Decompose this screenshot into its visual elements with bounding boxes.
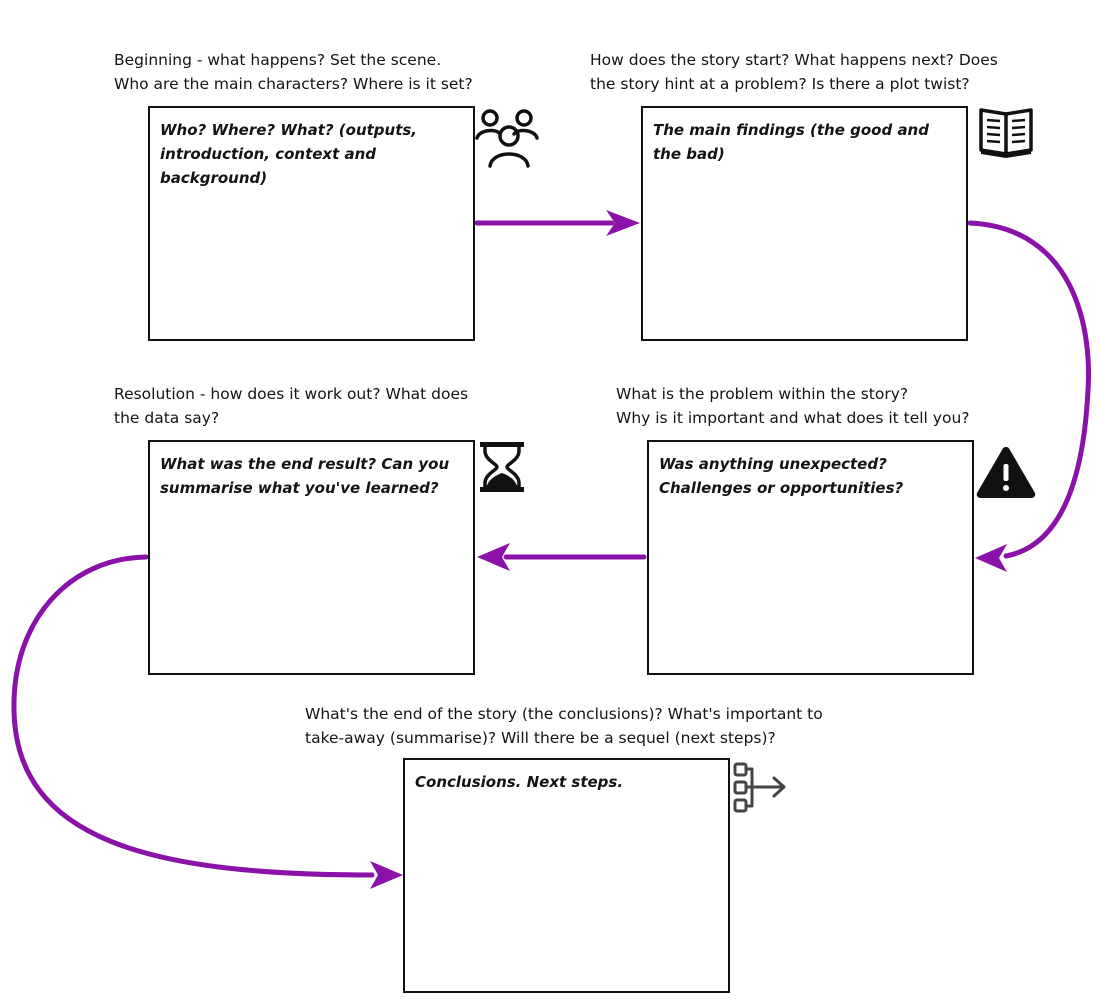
flow-next-steps-icon	[733, 762, 786, 813]
prompt-resolution: Resolution - how does it work out? What …	[114, 382, 468, 430]
box-conclusion: Conclusions. Next steps.	[403, 758, 730, 993]
arrowhead-problem	[975, 544, 1007, 572]
arrowhead-conclusion	[370, 861, 403, 889]
people-icon	[475, 109, 539, 168]
prompt-line: take-away (summarise)? Will there be a s…	[305, 729, 776, 747]
prompt-line: How does the story start? What happens n…	[590, 51, 998, 69]
box-beginning: Who? Where? What? (outputs, introduction…	[148, 106, 475, 341]
connector-resolution-to-conclusion	[11, 554, 375, 878]
prompt-line: Beginning - what happens? Set the scene.	[114, 51, 442, 69]
hourglass-icon	[480, 442, 524, 492]
prompt-line: What's the end of the story (the conclus…	[305, 705, 823, 723]
box-text: The main findings (the good and the bad)	[653, 121, 929, 163]
arrowhead-start	[606, 210, 640, 236]
box-problem: Was anything unexpected? Challenges or o…	[647, 440, 974, 675]
prompt-line: Resolution - how does it work out? What …	[114, 385, 469, 403]
connector-start-to-problem	[967, 220, 1091, 559]
box-text: Conclusions. Next steps.	[415, 773, 624, 791]
warning-icon	[976, 447, 1036, 498]
prompt-problem: What is the problem within the story? Wh…	[616, 382, 970, 430]
open-book-icon	[979, 108, 1033, 158]
prompt-conclusion: What's the end of the story (the conclus…	[305, 702, 823, 750]
prompt-line: What is the problem within the story?	[616, 385, 909, 403]
box-text: Was anything unexpected? Challenges or o…	[659, 455, 904, 497]
box-story-start: The main findings (the good and the bad)	[641, 106, 968, 341]
box-text: Who? Where? What? (outputs, introduction…	[160, 121, 418, 187]
arrowhead-resolution	[477, 543, 510, 571]
box-text: What was the end result? Can you summari…	[160, 455, 450, 497]
prompt-line: the story hint at a problem? Is there a …	[590, 75, 970, 93]
prompt-line: Why is it important and what does it tel…	[616, 409, 970, 427]
box-resolution: What was the end result? Can you summari…	[148, 440, 475, 675]
prompt-line: Who are the main characters? Where is it…	[114, 75, 473, 93]
prompt-beginning: Beginning - what happens? Set the scene.…	[114, 48, 473, 96]
prompt-line: the data say?	[114, 409, 220, 427]
prompt-story-start: How does the story start? What happens n…	[590, 48, 998, 96]
